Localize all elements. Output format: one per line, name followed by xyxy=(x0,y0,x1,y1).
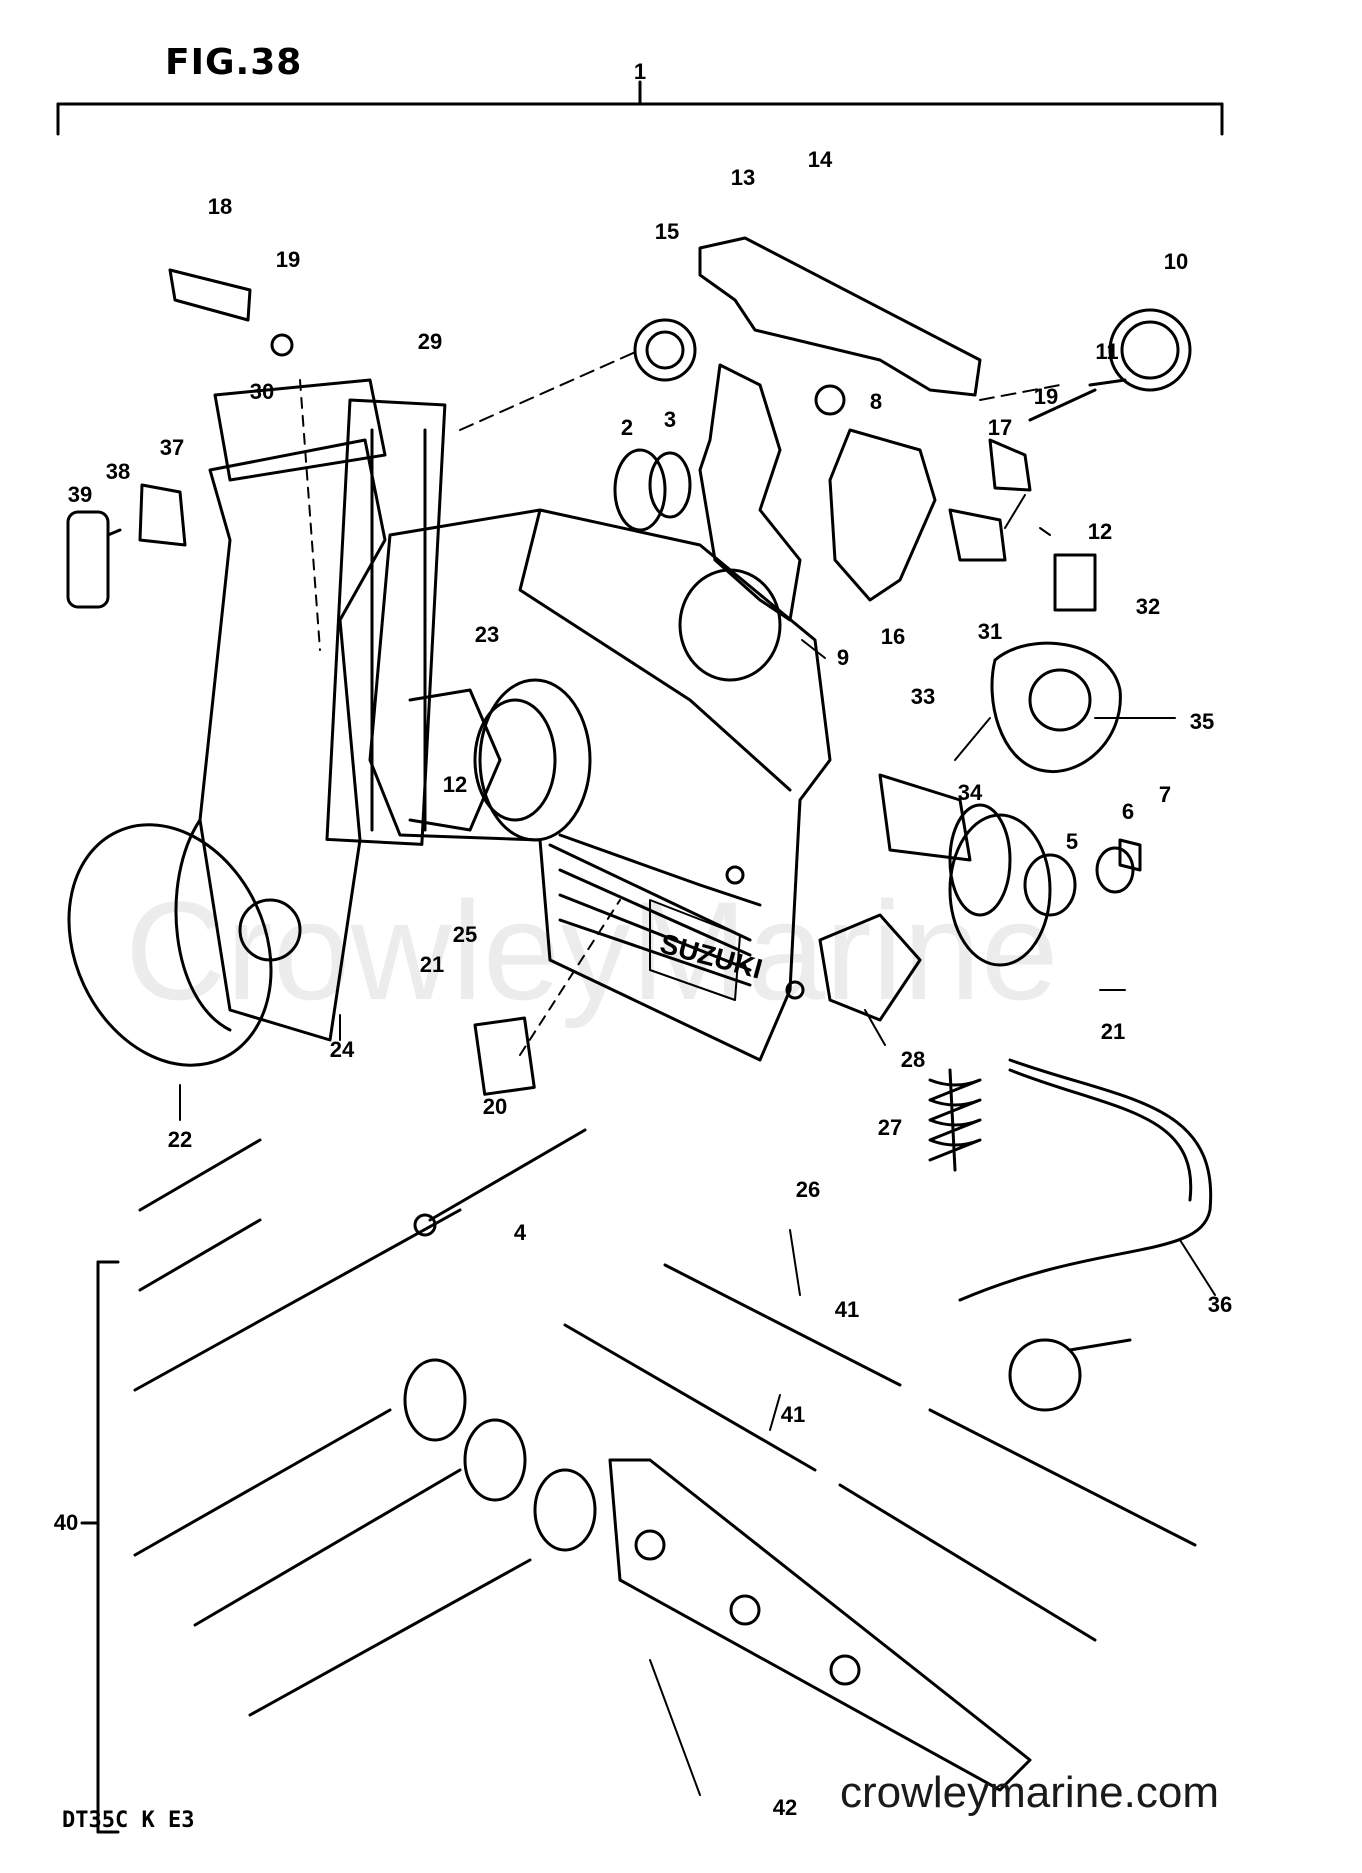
callout-27[interactable]: 27 xyxy=(877,1115,903,1140)
callout-21-right[interactable]: 21 xyxy=(1100,1019,1126,1044)
neutral-gear xyxy=(408,678,592,1096)
callout-7[interactable]: 7 xyxy=(1158,782,1172,807)
callout-5[interactable]: 5 xyxy=(1065,829,1079,854)
callout-39[interactable]: 39 xyxy=(67,482,93,507)
callout-16[interactable]: 16 xyxy=(880,624,906,649)
site-url: crowleymarine.com xyxy=(840,1768,1219,1817)
callout-13[interactable]: 13 xyxy=(730,165,756,190)
callout-28[interactable]: 28 xyxy=(900,1047,926,1072)
callout-8[interactable]: 8 xyxy=(869,389,883,414)
callout-11[interactable]: 11 xyxy=(1095,339,1119,364)
callout-12-right[interactable]: 12 xyxy=(1087,519,1113,544)
control-cables xyxy=(563,1263,1197,1642)
callout-2[interactable]: 2 xyxy=(620,415,634,440)
watermark-text: CrowleyMarine xyxy=(125,872,1059,1029)
upper-linkage xyxy=(613,236,1192,682)
cover-strip xyxy=(608,1458,1032,1792)
callout-36[interactable]: 36 xyxy=(1207,1292,1233,1317)
callout-35[interactable]: 35 xyxy=(1189,709,1215,734)
callout-24[interactable]: 24 xyxy=(329,1037,355,1062)
callout-25[interactable]: 25 xyxy=(452,922,478,947)
control-lever xyxy=(67,378,447,1067)
remote-kit-parts xyxy=(133,1138,597,1717)
callout-37[interactable]: 37 xyxy=(159,435,185,460)
callout-23[interactable]: 23 xyxy=(474,622,500,647)
callout-38[interactable]: 38 xyxy=(105,459,131,484)
callout-34[interactable]: 34 xyxy=(957,780,983,805)
callout-21-left[interactable]: 21 xyxy=(419,952,445,977)
control-box-housing: SUZUKI xyxy=(368,508,832,1062)
callout-42[interactable]: 42 xyxy=(772,1795,798,1820)
callout-22[interactable]: 22 xyxy=(167,1127,193,1152)
callout-32[interactable]: 32 xyxy=(1135,594,1161,619)
callout-41-upper[interactable]: 41 xyxy=(834,1297,860,1322)
callout-10[interactable]: 10 xyxy=(1163,249,1189,274)
callout-29[interactable]: 29 xyxy=(417,329,443,354)
callout-30[interactable]: 30 xyxy=(249,379,275,404)
callout-41-lower[interactable]: 41 xyxy=(780,1402,806,1427)
callout-19-right[interactable]: 19 xyxy=(1033,384,1059,409)
callout-18[interactable]: 18 xyxy=(207,194,233,219)
callout-3[interactable]: 3 xyxy=(663,407,677,432)
callout-33[interactable]: 33 xyxy=(910,684,936,709)
callout-14[interactable]: 14 xyxy=(807,147,833,172)
callout-40[interactable]: 40 xyxy=(53,1510,79,1535)
model-code: DT35C K E3 xyxy=(62,1808,195,1833)
callout-9[interactable]: 9 xyxy=(836,645,850,670)
assembly-bracket xyxy=(56,80,1224,136)
callout-19-left[interactable]: 19 xyxy=(275,247,301,272)
callout-15[interactable]: 15 xyxy=(654,219,680,244)
callout-6[interactable]: 6 xyxy=(1121,799,1135,824)
callout-31[interactable]: 31 xyxy=(977,619,1003,644)
callout-12-left[interactable]: 12 xyxy=(442,772,468,797)
side-components xyxy=(948,438,1142,917)
callout-1[interactable]: 1 xyxy=(633,59,647,84)
callout-4[interactable]: 4 xyxy=(513,1220,527,1245)
left-small-parts xyxy=(66,268,294,609)
callout-26[interactable]: 26 xyxy=(795,1177,821,1202)
kit-bracket xyxy=(80,1260,120,1834)
callout-20[interactable]: 20 xyxy=(482,1094,508,1119)
figure-title: FIG.38 xyxy=(165,42,303,83)
callout-17[interactable]: 17 xyxy=(987,415,1013,440)
wiring-connectors xyxy=(818,773,1213,1412)
leader-lines xyxy=(179,349,1216,1796)
